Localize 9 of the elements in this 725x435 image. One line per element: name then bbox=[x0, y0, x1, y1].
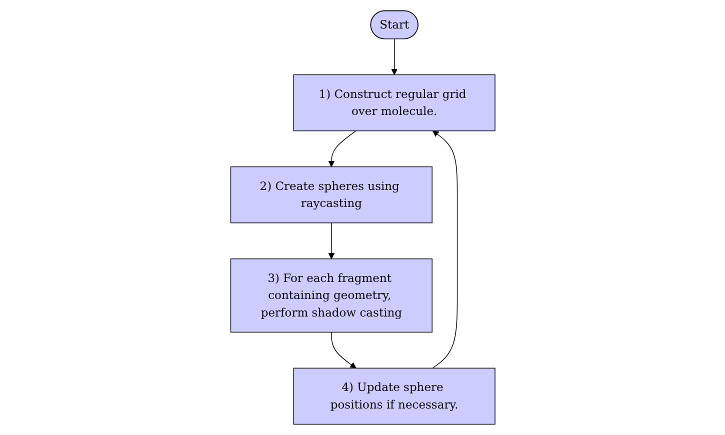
arrow bbox=[330, 332, 356, 368]
arrow bbox=[328, 222, 334, 260]
node-box: 2) Create spheres using raycasting bbox=[230, 166, 432, 224]
node-box: 3) For each fragment containing geometry, perform shadow casting bbox=[230, 258, 432, 333]
node-box: 4) Update sphere positions if necessary. bbox=[292, 368, 495, 425]
node-box: 1) Construct regular grid over molecule. bbox=[292, 74, 495, 132]
arrow bbox=[390, 38, 398, 76]
arrow bbox=[328, 130, 356, 168]
arrow bbox=[432, 130, 458, 368]
